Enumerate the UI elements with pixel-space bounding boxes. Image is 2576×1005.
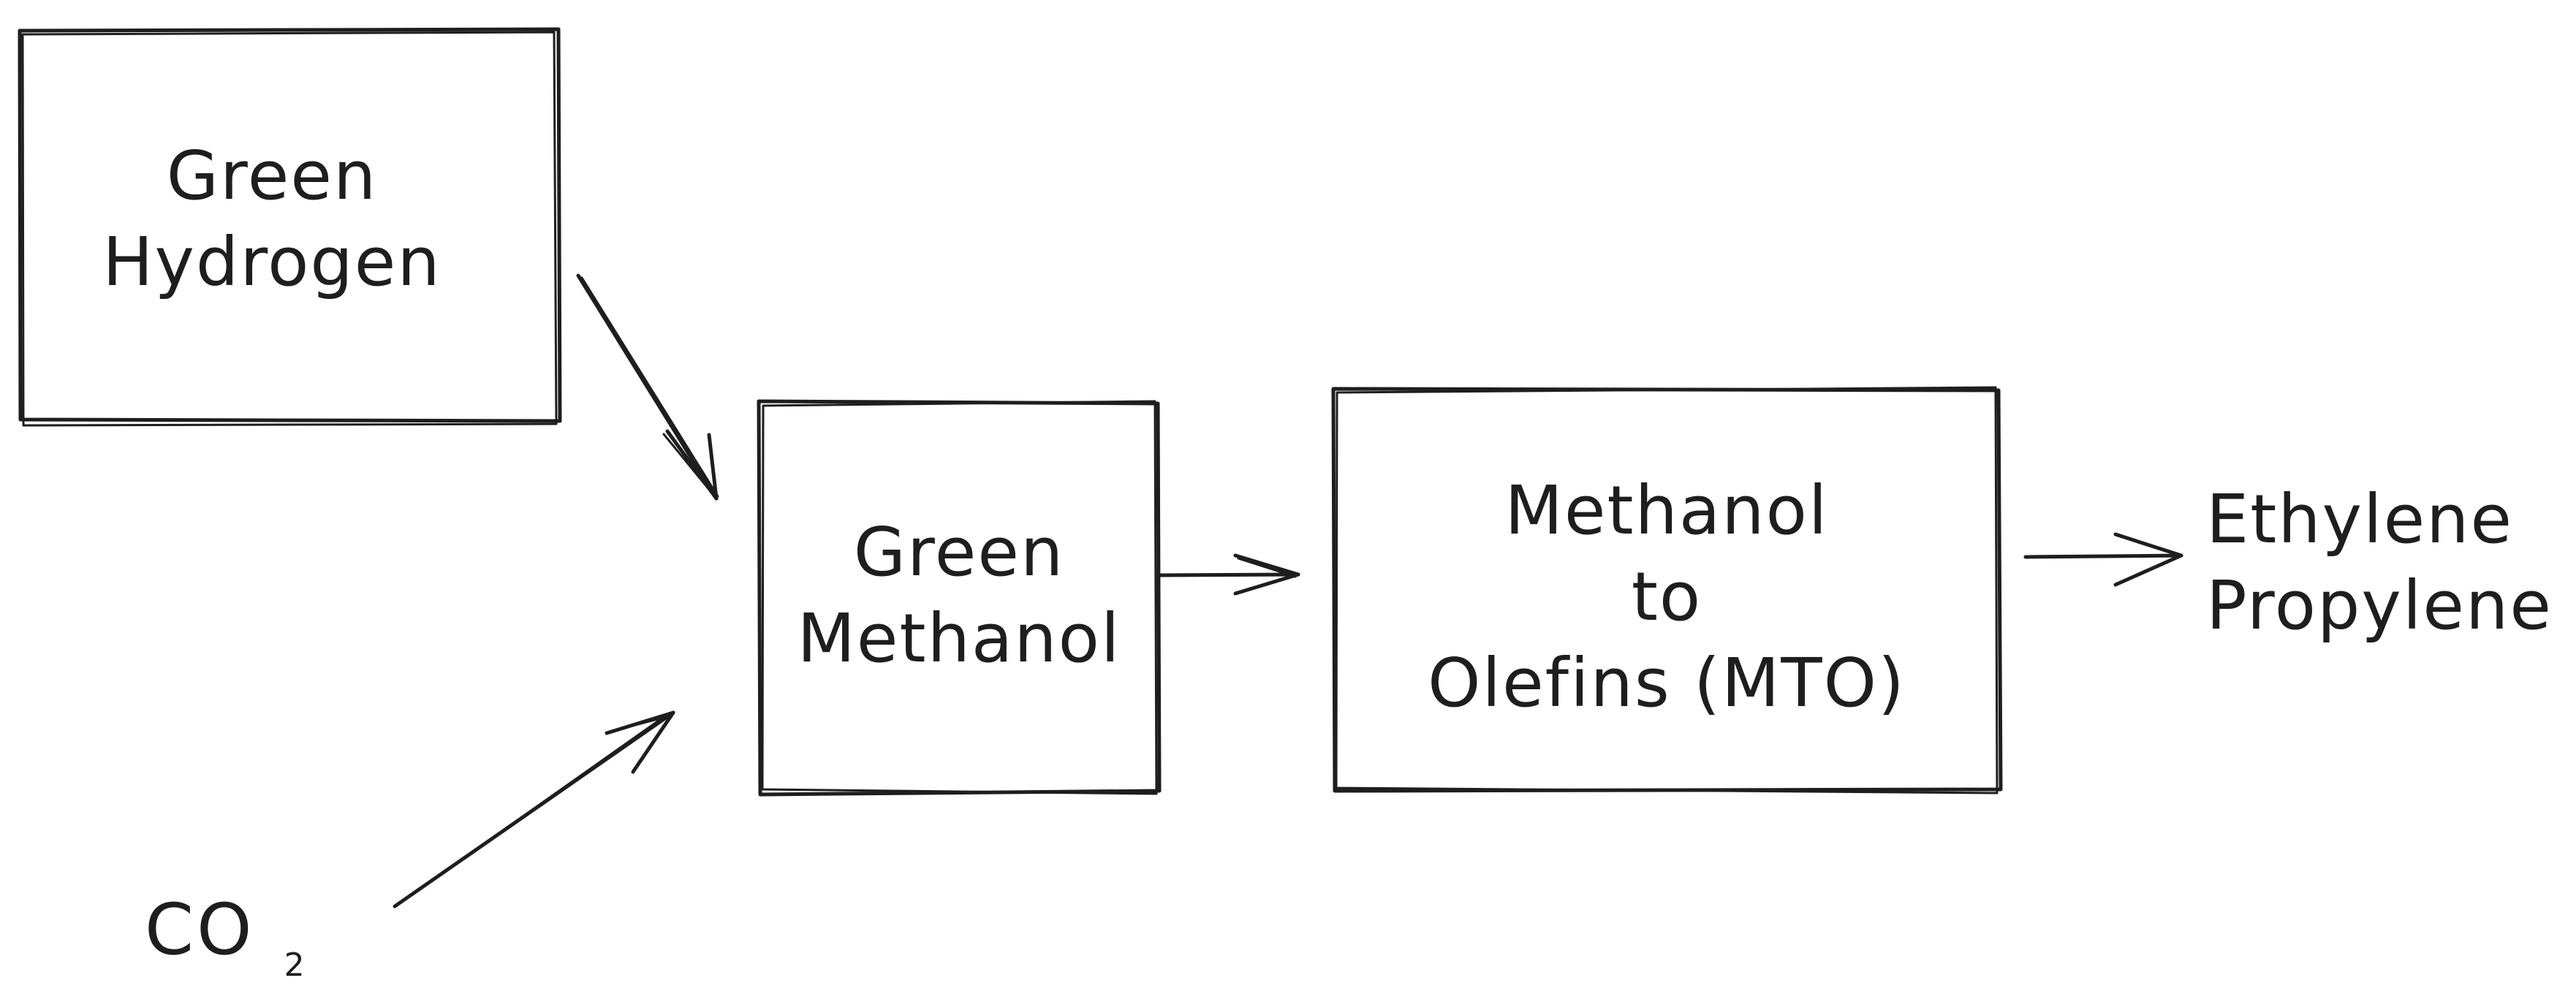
arrow-hydrogen-to-methanol [576,273,719,501]
arrow-co2-to-methanol [393,710,675,909]
label-line-propylene: Propylene [2206,566,2553,645]
products-label[interactable]: Ethylene Propylene [2206,477,2553,649]
label-line: Hydrogen [102,223,442,301]
label-line: Green [853,513,1065,591]
label-line: Methanol [1504,471,1829,550]
green-hydrogen-label: Green Hydrogen [102,133,441,306]
label-line: to [1631,558,1702,636]
co2-text: CO [145,889,255,971]
mto-box[interactable] [1331,386,2003,794]
label-line-ethylene: Ethylene [2206,480,2514,558]
green-methanol-box[interactable] [757,399,1162,797]
green-methanol-label: Green Methanol [798,509,1121,682]
label-line: Methanol [797,599,1121,678]
co2-subscript: 2 [284,947,308,984]
label-line: Olefins (MTO) [1428,644,1906,722]
arrow-methanol-to-mto [1157,553,1300,596]
mto-label: Methanol to Olefins (MTO) [1428,468,1906,727]
arrow-mto-to-products [2023,532,2183,587]
label-line: Green [166,137,378,215]
green-hydrogen-box[interactable] [18,27,562,427]
